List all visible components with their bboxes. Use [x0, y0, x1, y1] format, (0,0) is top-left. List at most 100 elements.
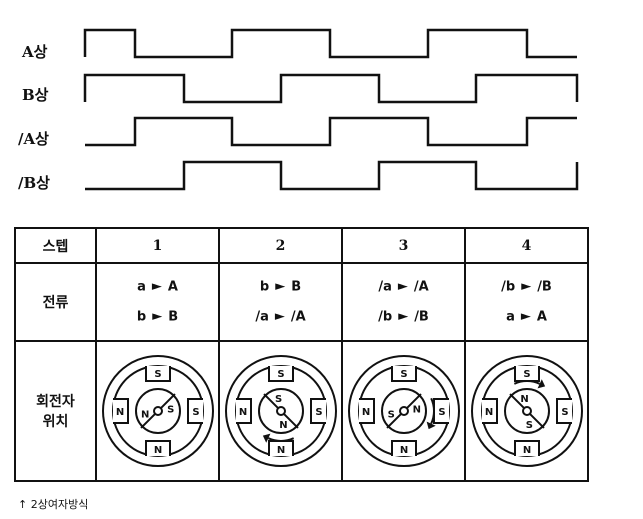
rotor-cell-3: S S N N N S	[341, 340, 466, 482]
rotor-label-line1: 회전자	[36, 394, 75, 410]
stator-pole-label: N	[276, 445, 284, 456]
rotor-pole-n: N	[412, 405, 420, 416]
waveform-a-bar	[85, 116, 577, 147]
arrow-icon: ►	[398, 309, 409, 324]
stator-pole	[513, 440, 540, 456]
current-to: A	[536, 309, 547, 325]
current-cell-2: b►B /a►/A	[218, 262, 343, 342]
waveform-a	[83, 28, 577, 59]
rotor-row-label: 회전자 위치	[14, 340, 97, 482]
current-cell-3: /a►/A /b►/B	[341, 262, 466, 342]
current-row: 전류 a►A b►B b►B /a►/A /a►/A /b►/B /b►/B a…	[14, 262, 589, 342]
stator-pole	[112, 398, 129, 424]
arrow-icon: ►	[152, 309, 163, 324]
rotor-pole-s: S	[167, 405, 174, 416]
figure-caption: ↑ 2상여자방식	[18, 498, 89, 511]
stator-pole-label: N	[484, 407, 492, 418]
current-to: /B	[537, 279, 552, 294]
rotor-hub	[398, 406, 409, 416]
arrow-icon: ►	[274, 309, 285, 324]
timing-waveforms	[83, 28, 579, 191]
step-table: 스텝 1 2 3 4 전류 a►A b►B b►B /a►/A /a►/A /b…	[14, 227, 589, 482]
current-row-label: 전류	[14, 262, 97, 342]
arrow-icon: ►	[520, 309, 531, 324]
waveform-b	[83, 73, 579, 104]
stator-pole-label: N	[522, 445, 530, 456]
rotor-pole-n: N	[141, 409, 149, 420]
header-step-4: 4	[464, 227, 589, 264]
stator-pole-label: S	[315, 407, 322, 418]
current-line: /b►/B	[466, 272, 587, 303]
stator-pole-label: S	[438, 407, 445, 418]
stator-pole	[390, 366, 417, 382]
rotor-hub	[521, 406, 532, 416]
stator-outer-ring	[347, 355, 460, 467]
current-from: /b	[378, 309, 393, 325]
stator-pole-label: N	[399, 445, 407, 456]
stator-pole	[144, 440, 171, 456]
stator-pole-label: S	[192, 407, 199, 418]
current-from: a	[137, 279, 146, 294]
current-from: b	[136, 309, 147, 325]
stator-pole	[309, 398, 326, 424]
rotor-pole-s: S	[525, 420, 532, 431]
rotor-hub	[152, 406, 163, 416]
current-line: b►B	[220, 272, 341, 303]
current-line: /a►/A	[220, 302, 341, 333]
rotor-hub	[275, 406, 286, 416]
rotor-pole-s: S	[275, 394, 282, 405]
phase-label-b-bar: /B상	[18, 174, 50, 192]
rotor-pole-s: S	[387, 409, 394, 420]
current-from: a	[506, 309, 515, 325]
header-step-2: 2	[218, 227, 343, 264]
stator-outer-ring	[470, 355, 583, 467]
current-to: /A	[413, 279, 429, 294]
current-line: a►A	[97, 272, 218, 303]
stator-pole-label: N	[115, 407, 123, 418]
stator-pole	[144, 366, 171, 382]
current-from: /a	[255, 309, 269, 325]
stator-pole-label: N	[153, 445, 161, 456]
rotor-label-line2: 위치	[42, 414, 69, 430]
rotation-arrowhead	[537, 379, 545, 389]
current-cell-1: a►A b ► B	[95, 262, 220, 342]
rotor-body	[503, 388, 550, 434]
current-from: /a	[378, 279, 392, 294]
stator-pole-label: S	[400, 369, 407, 380]
stator-pole-label: N	[238, 407, 246, 418]
arrow-icon: ►	[521, 278, 532, 294]
stator-pole-label: N	[361, 407, 369, 418]
arrow-icon: ►	[397, 278, 408, 294]
current-to: B	[291, 279, 302, 294]
rotation-arrowhead	[262, 433, 270, 443]
stator-pole	[358, 398, 375, 424]
motor-diagram: S S N N N S	[224, 355, 337, 467]
current-line: a ► A	[466, 302, 587, 333]
stator-pole	[235, 398, 252, 424]
stator-pole	[481, 398, 498, 424]
rotor-body	[380, 388, 427, 434]
header-step-1: 1	[95, 227, 220, 264]
stator-outer-ring	[224, 355, 337, 467]
rotor-body	[257, 388, 304, 434]
current-to: /B	[414, 309, 429, 325]
stator-pole	[555, 398, 572, 424]
header-step: 스텝	[14, 227, 97, 264]
current-line: /a ► /A	[343, 272, 464, 303]
arrow-icon: ►	[275, 278, 286, 294]
stator-pole	[390, 440, 417, 456]
header-row: 스텝 1 2 3 4	[14, 227, 589, 264]
stator-pole	[186, 398, 203, 424]
stator-outer-ring	[101, 355, 214, 467]
header-step-3: 3	[341, 227, 466, 264]
rotation-arrow	[513, 380, 540, 385]
stator-pole-label: S	[277, 369, 284, 380]
rotor-pole-n: N	[279, 420, 287, 431]
current-line: b ► B	[97, 302, 218, 333]
rotation-arrow	[267, 437, 294, 442]
current-to: B	[168, 309, 179, 325]
rotor-cell-2: S S N N N S	[218, 340, 343, 482]
